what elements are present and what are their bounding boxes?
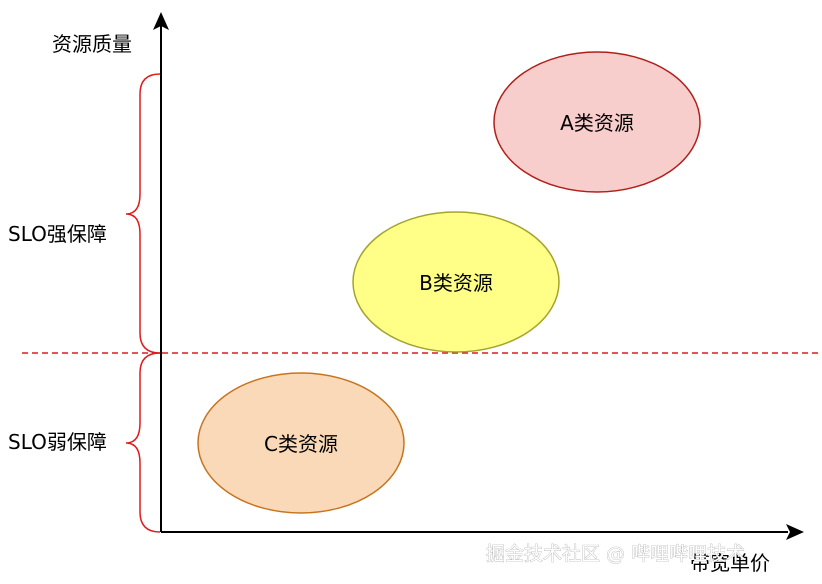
slo-strong-brace [125,73,161,354]
resource-a: A类资源 [493,51,701,193]
resource-b: B类资源 [352,211,560,353]
resource-b-label: B类资源 [419,271,493,295]
resource-a-ellipse [493,51,701,193]
y-axis-label: 资源质量 [52,32,132,56]
resource-b-ellipse [352,211,560,353]
resource-a-label: A类资源 [560,111,634,135]
slo-weak-label: SLO弱保障 [8,430,107,454]
x-axis-label: 带宽单价 [690,551,770,575]
resource-c-ellipse [197,372,405,514]
slo-weak-brace [125,352,161,533]
x-axis-arrowhead [786,524,804,540]
resource-c: C类资源 [197,372,405,514]
watermark: 掘金技术社区 @ 哔哩哔哩技术 [486,543,745,565]
y-axis-arrowhead [153,12,169,30]
slo-strong-label: SLO强保障 [8,222,107,246]
resource-c-label: C类资源 [264,432,338,456]
